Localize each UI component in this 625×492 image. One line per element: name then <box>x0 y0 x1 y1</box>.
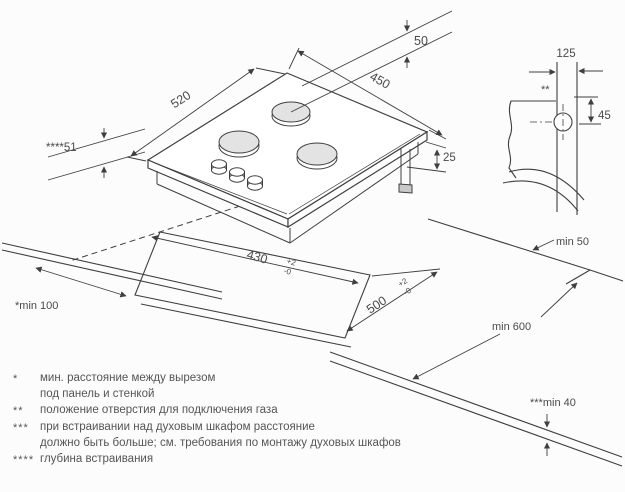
hob-glass-right-face <box>287 130 428 229</box>
legend-marker: * <box>13 373 19 385</box>
dim-under-hob-label: ***min 40 <box>530 397 576 409</box>
dim-hob-width-label: 520 <box>168 88 193 111</box>
dim-hob-depth-line <box>297 50 443 136</box>
legend-text: положение отверстия для подключения газа <box>40 402 278 418</box>
dim-hole-offset <box>574 96 601 125</box>
dim-cutout-depth-line <box>346 271 438 332</box>
dim-detail-width <box>529 67 603 76</box>
cabinet-panel-outline <box>507 100 556 179</box>
dim-hob-width-line <box>130 68 255 157</box>
cutout-dimensions <box>35 235 578 456</box>
dim-cutout-depth-label: 500 +2 -0 <box>364 276 413 316</box>
burner-front <box>296 142 338 170</box>
hob-dimensions <box>47 10 453 181</box>
legend-line: должно быть больше; см. требования по мо… <box>40 437 401 449</box>
dim-cutout-width-label: 430 +2 -0 <box>245 247 298 277</box>
projection-dashed-line <box>69 205 241 262</box>
legend-marker: *** <box>13 422 29 434</box>
legend-text: мин. расстояние между вырезом под панель… <box>40 370 215 402</box>
cutout-depth-tol-minus: -0 <box>402 286 413 298</box>
legend-item: ** положение отверстия для подключения г… <box>13 402 553 419</box>
legend-marker: ** <box>13 405 24 417</box>
legend-line: положение отверстия для подключения газа <box>40 404 278 416</box>
legend-line: под панель и стенкой <box>40 388 155 400</box>
dim-cutout-width-line <box>151 235 359 285</box>
legend-text: глубина встраивания <box>40 451 153 467</box>
dim-hole-offset-label: 45 <box>598 110 611 122</box>
dim-body-height <box>406 141 447 173</box>
gas-connection-detail <box>502 62 603 215</box>
dim-install-depth-label: ****51 <box>46 142 77 154</box>
legend-item: **** глубина встраивания <box>13 451 553 468</box>
legend-line: глубина встраивания <box>40 453 154 465</box>
dim-rear-clearance-label: min 50 <box>556 236 589 248</box>
detail-footnote-marker: ** <box>541 84 550 96</box>
legend: * мин. расстояние между вырезом под пане… <box>13 370 553 468</box>
gas-pipe-cap <box>398 183 413 194</box>
legend-line: мин. расстояние между вырезом <box>40 372 216 384</box>
dim-rear-clearance-leader <box>532 239 555 251</box>
dim-side-clearance-line <box>35 266 127 298</box>
worktop-rear-edge-lines <box>427 218 624 285</box>
worktop-front-edge-lines <box>329 351 623 467</box>
cutout-width-tol-plus: +2 <box>286 257 298 268</box>
legend-item: *** при встраивании над духовым шкафом р… <box>13 419 553 451</box>
dim-install-depth <box>47 128 146 181</box>
hob-glass-bevel <box>154 133 421 215</box>
dim-hob-depth-label: 450 <box>367 69 392 91</box>
side-wall-lines <box>1 242 223 300</box>
legend-text: при встраивании над духовым шкафом расст… <box>40 419 401 451</box>
legend-marker: **** <box>13 454 35 466</box>
gas-pipe <box>398 148 413 194</box>
cutout-depth-value: 500 <box>364 293 389 316</box>
legend-item: * мин. расстояние между вырезом под пане… <box>13 370 553 402</box>
cutout-width-value: 430 <box>245 247 269 266</box>
burner-left <box>218 130 260 158</box>
control-knobs <box>211 159 263 191</box>
hob-body <box>156 142 419 244</box>
dim-worktop-depth-leaders <box>412 282 578 380</box>
dim-body-height-label: 25 <box>443 152 456 164</box>
dim-burner-to-edge <box>290 10 453 113</box>
dim-side-clearance-label: *min 100 <box>15 300 58 312</box>
legend-line: при встраивании над духовым шкафом расст… <box>40 421 315 433</box>
cutout-width-tol-minus: -0 <box>283 266 293 277</box>
dim-detail-width-label: 125 <box>556 48 575 60</box>
dim-burner-to-edge-label: 50 <box>414 34 428 48</box>
dim-worktop-depth-label: min 600 <box>492 321 531 333</box>
